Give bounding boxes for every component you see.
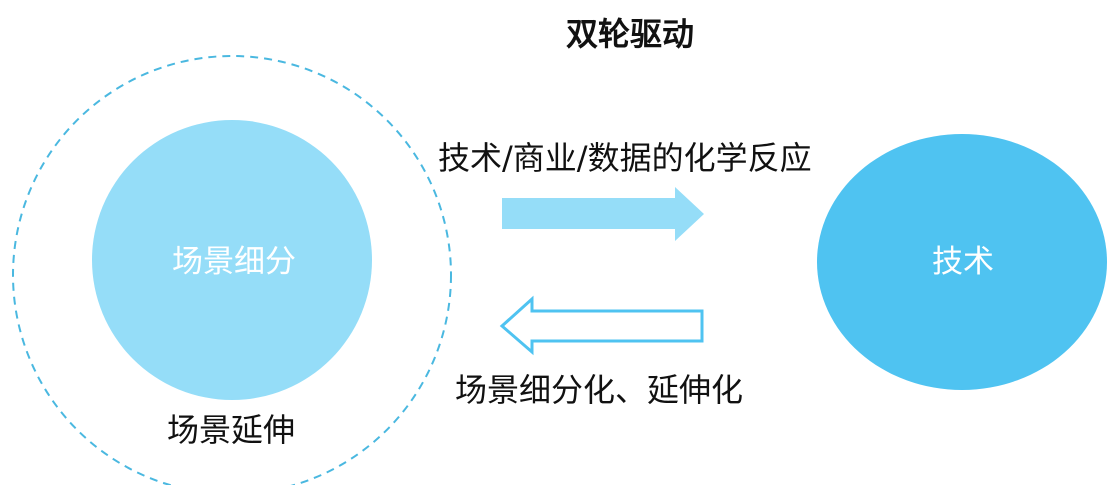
scene-subdivision-label: 场景细分 — [172, 244, 296, 280]
right-arrow-icon — [502, 187, 704, 241]
outer-dashed-ring — [12, 55, 452, 485]
technology-label: 技术 — [932, 244, 994, 280]
outer-ring-label: 场景延伸 — [167, 411, 296, 449]
diagram-title: 双轮驱动 — [565, 15, 694, 53]
top-arrow-label: 技术/商业/数据的化学反应 — [438, 139, 812, 177]
scene-subdivision-circle — [92, 120, 372, 400]
bottom-arrow-label: 场景细分化、延伸化 — [455, 371, 744, 409]
left-arrow-icon — [499, 295, 704, 356]
technology-circle — [817, 134, 1107, 390]
